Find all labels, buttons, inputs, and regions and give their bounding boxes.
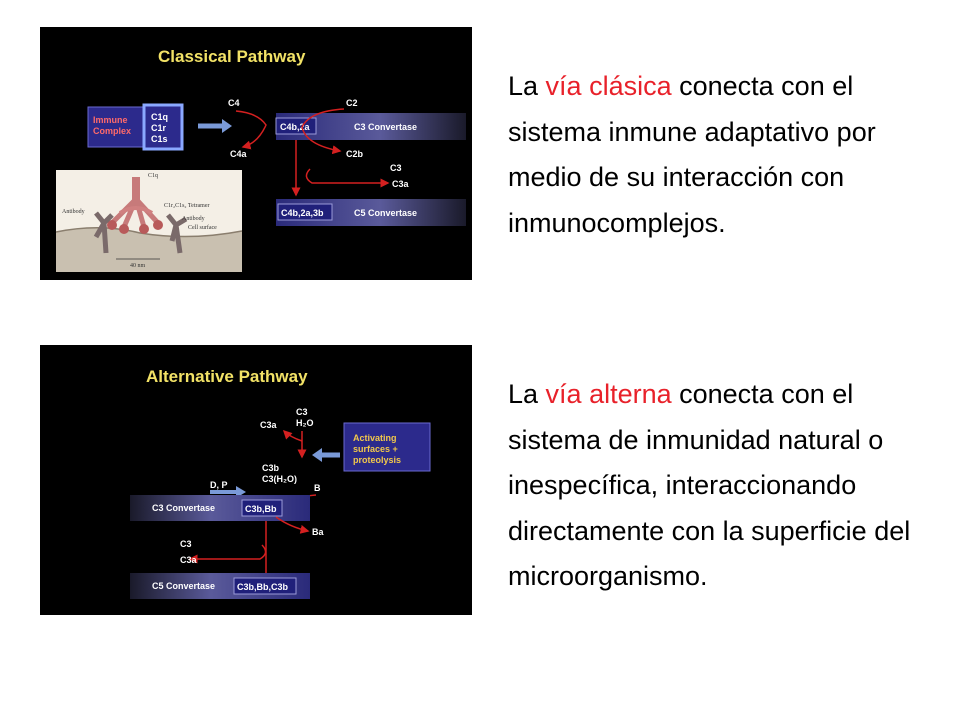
c4-arrow	[235, 110, 267, 150]
c4-label: C4	[228, 98, 240, 108]
alt-c3a-label: C3a	[180, 555, 198, 565]
classical-description: La vía clásica conecta con el sistema in…	[508, 64, 938, 246]
ba-arrow	[275, 516, 310, 534]
c1r-label: C1r	[151, 123, 167, 133]
c1-box	[142, 103, 184, 151]
c1q-stalk	[132, 177, 140, 201]
c4b2a-label: C4b,2a	[280, 122, 311, 132]
activating-line-2: surfaces +	[353, 444, 398, 454]
c1q-head-3	[139, 224, 149, 234]
alt-c3-convertase-label: C3 Convertase	[152, 503, 215, 513]
alternative-pathway-figure: Alternative Pathway C3 H₂O C3a Activatin…	[40, 345, 472, 615]
classical-text-pre: La	[508, 71, 546, 101]
tetramer-shape	[118, 206, 154, 215]
alternative-text-post: conecta con el sistema de inmunidad natu…	[508, 379, 911, 591]
alternative-highlight: vía alterna	[545, 379, 672, 409]
illus-antibody-left-label: Antibody	[62, 209, 85, 215]
c3a-label: C3a	[392, 179, 410, 189]
c3bbbc3b-label: C3b,Bb,C3b	[237, 582, 289, 592]
alt-c3a-arrow	[188, 544, 267, 564]
c3-label: C3	[390, 163, 402, 173]
illus-antibody-right-label: Antibody	[182, 216, 205, 222]
c1q-head-1	[107, 220, 117, 230]
c3h2o-label: C3(H₂O)	[262, 474, 297, 484]
c3a-arrow	[305, 168, 390, 188]
activating-box	[343, 422, 431, 472]
immune-complex-label-1: Immune	[93, 115, 128, 125]
alt-c3-label: C3	[180, 539, 192, 549]
c2b-label: C2b	[346, 149, 364, 159]
activating-line-1: Activating	[353, 433, 397, 443]
c2-label: C2	[346, 98, 358, 108]
c3-top-label: C3	[296, 407, 308, 417]
c3b-label: C3b	[262, 463, 280, 473]
c1q-head-4	[153, 220, 163, 230]
c1s-label: C1s	[151, 134, 168, 144]
immune-complex-label-2: Complex	[93, 126, 131, 136]
c3bbbc3b-box	[233, 577, 297, 595]
blue-arrow-right-head	[312, 448, 322, 462]
illus-c1q-label: C1q	[148, 173, 158, 179]
c3-convertase-label: C3 Convertase	[354, 122, 417, 132]
classical-pathway-figure: Classical Pathway Immune Complex C1q C1r…	[40, 27, 472, 280]
ba-label: Ba	[312, 527, 324, 537]
c3bbb-label: C3b,Bb	[245, 504, 277, 514]
antibody-right-shape	[166, 213, 188, 254]
alternative-title: Alternative Pathway	[146, 367, 308, 386]
c3a-top-arrow	[282, 429, 303, 442]
classical-title: Classical Pathway	[158, 47, 306, 66]
c1q-head-2	[119, 224, 129, 234]
c1q-label: C1q	[151, 112, 168, 122]
alternative-pathway-diagram: Alternative Pathway C3 H₂O C3a Activatin…	[130, 367, 431, 599]
classical-highlight: vía clásica	[545, 71, 672, 101]
classical-text-post: conecta con el sistema inmune adaptativo…	[508, 71, 876, 238]
c2-arrow	[301, 108, 345, 155]
c5-convertase-label: C5 Convertase	[354, 208, 417, 218]
c4b2a3b-box	[277, 203, 333, 221]
activating-line-3: proteolysis	[353, 455, 401, 465]
antibody-left-shape	[93, 211, 114, 254]
b-label: B	[314, 483, 321, 493]
alternative-text-pre: La	[508, 379, 546, 409]
c3a-top-label: C3a	[260, 420, 278, 430]
classical-pathway-diagram: Classical Pathway Immune Complex C1q C1r…	[55, 47, 466, 272]
h2o-top-label: H₂O	[296, 418, 314, 428]
alternative-description: La vía alterna conecta con el sistema de…	[508, 372, 928, 600]
alt-c5-convertase-label: C5 Convertase	[152, 581, 215, 591]
c4b2a3b-label: C4b,2a,3b	[281, 208, 324, 218]
c4a-label: C4a	[230, 149, 248, 159]
c3bbb-box	[241, 499, 283, 517]
cell-surface-shape	[56, 227, 242, 272]
dp-label: D, P	[210, 480, 228, 490]
blue-arrow-head	[222, 119, 232, 133]
illus-scale-label: 40 nm	[130, 263, 146, 269]
illus-cell-surface-label: Cell surface	[188, 224, 217, 231]
illus-tetramer-label: C1r₂C1s₂ Tetramer	[164, 203, 209, 209]
immune-complex-box	[87, 106, 145, 148]
cell-surface-line	[55, 227, 243, 238]
